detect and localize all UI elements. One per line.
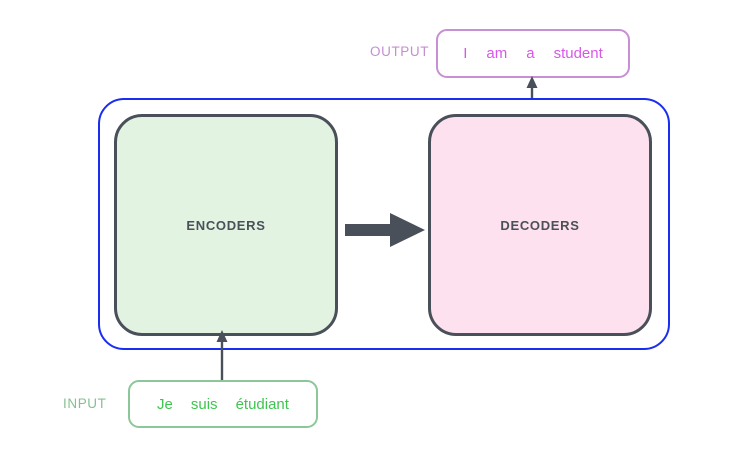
output-box: I am a student (436, 29, 630, 78)
encoders-block: ENCODERS (114, 114, 338, 336)
input-token: suis (190, 395, 218, 413)
output-token: student (553, 45, 603, 62)
decoders-label: DECODERS (500, 217, 580, 233)
input-label: INPUT (63, 396, 107, 411)
output-token: I (463, 45, 468, 62)
right-arrow-icon-encoder-to-decoder (345, 213, 425, 247)
input-box: Je suis étudiant (128, 380, 318, 428)
output-token: a (526, 45, 535, 62)
encoders-label: ENCODERS (186, 217, 266, 233)
input-token: Je (157, 395, 173, 413)
input-token: étudiant (235, 395, 289, 413)
up-arrow-icon-input-to-encoder (216, 330, 228, 386)
output-token: am (486, 45, 508, 62)
output-label: OUTPUT (370, 44, 430, 59)
decoders-block: DECODERS (428, 114, 652, 336)
